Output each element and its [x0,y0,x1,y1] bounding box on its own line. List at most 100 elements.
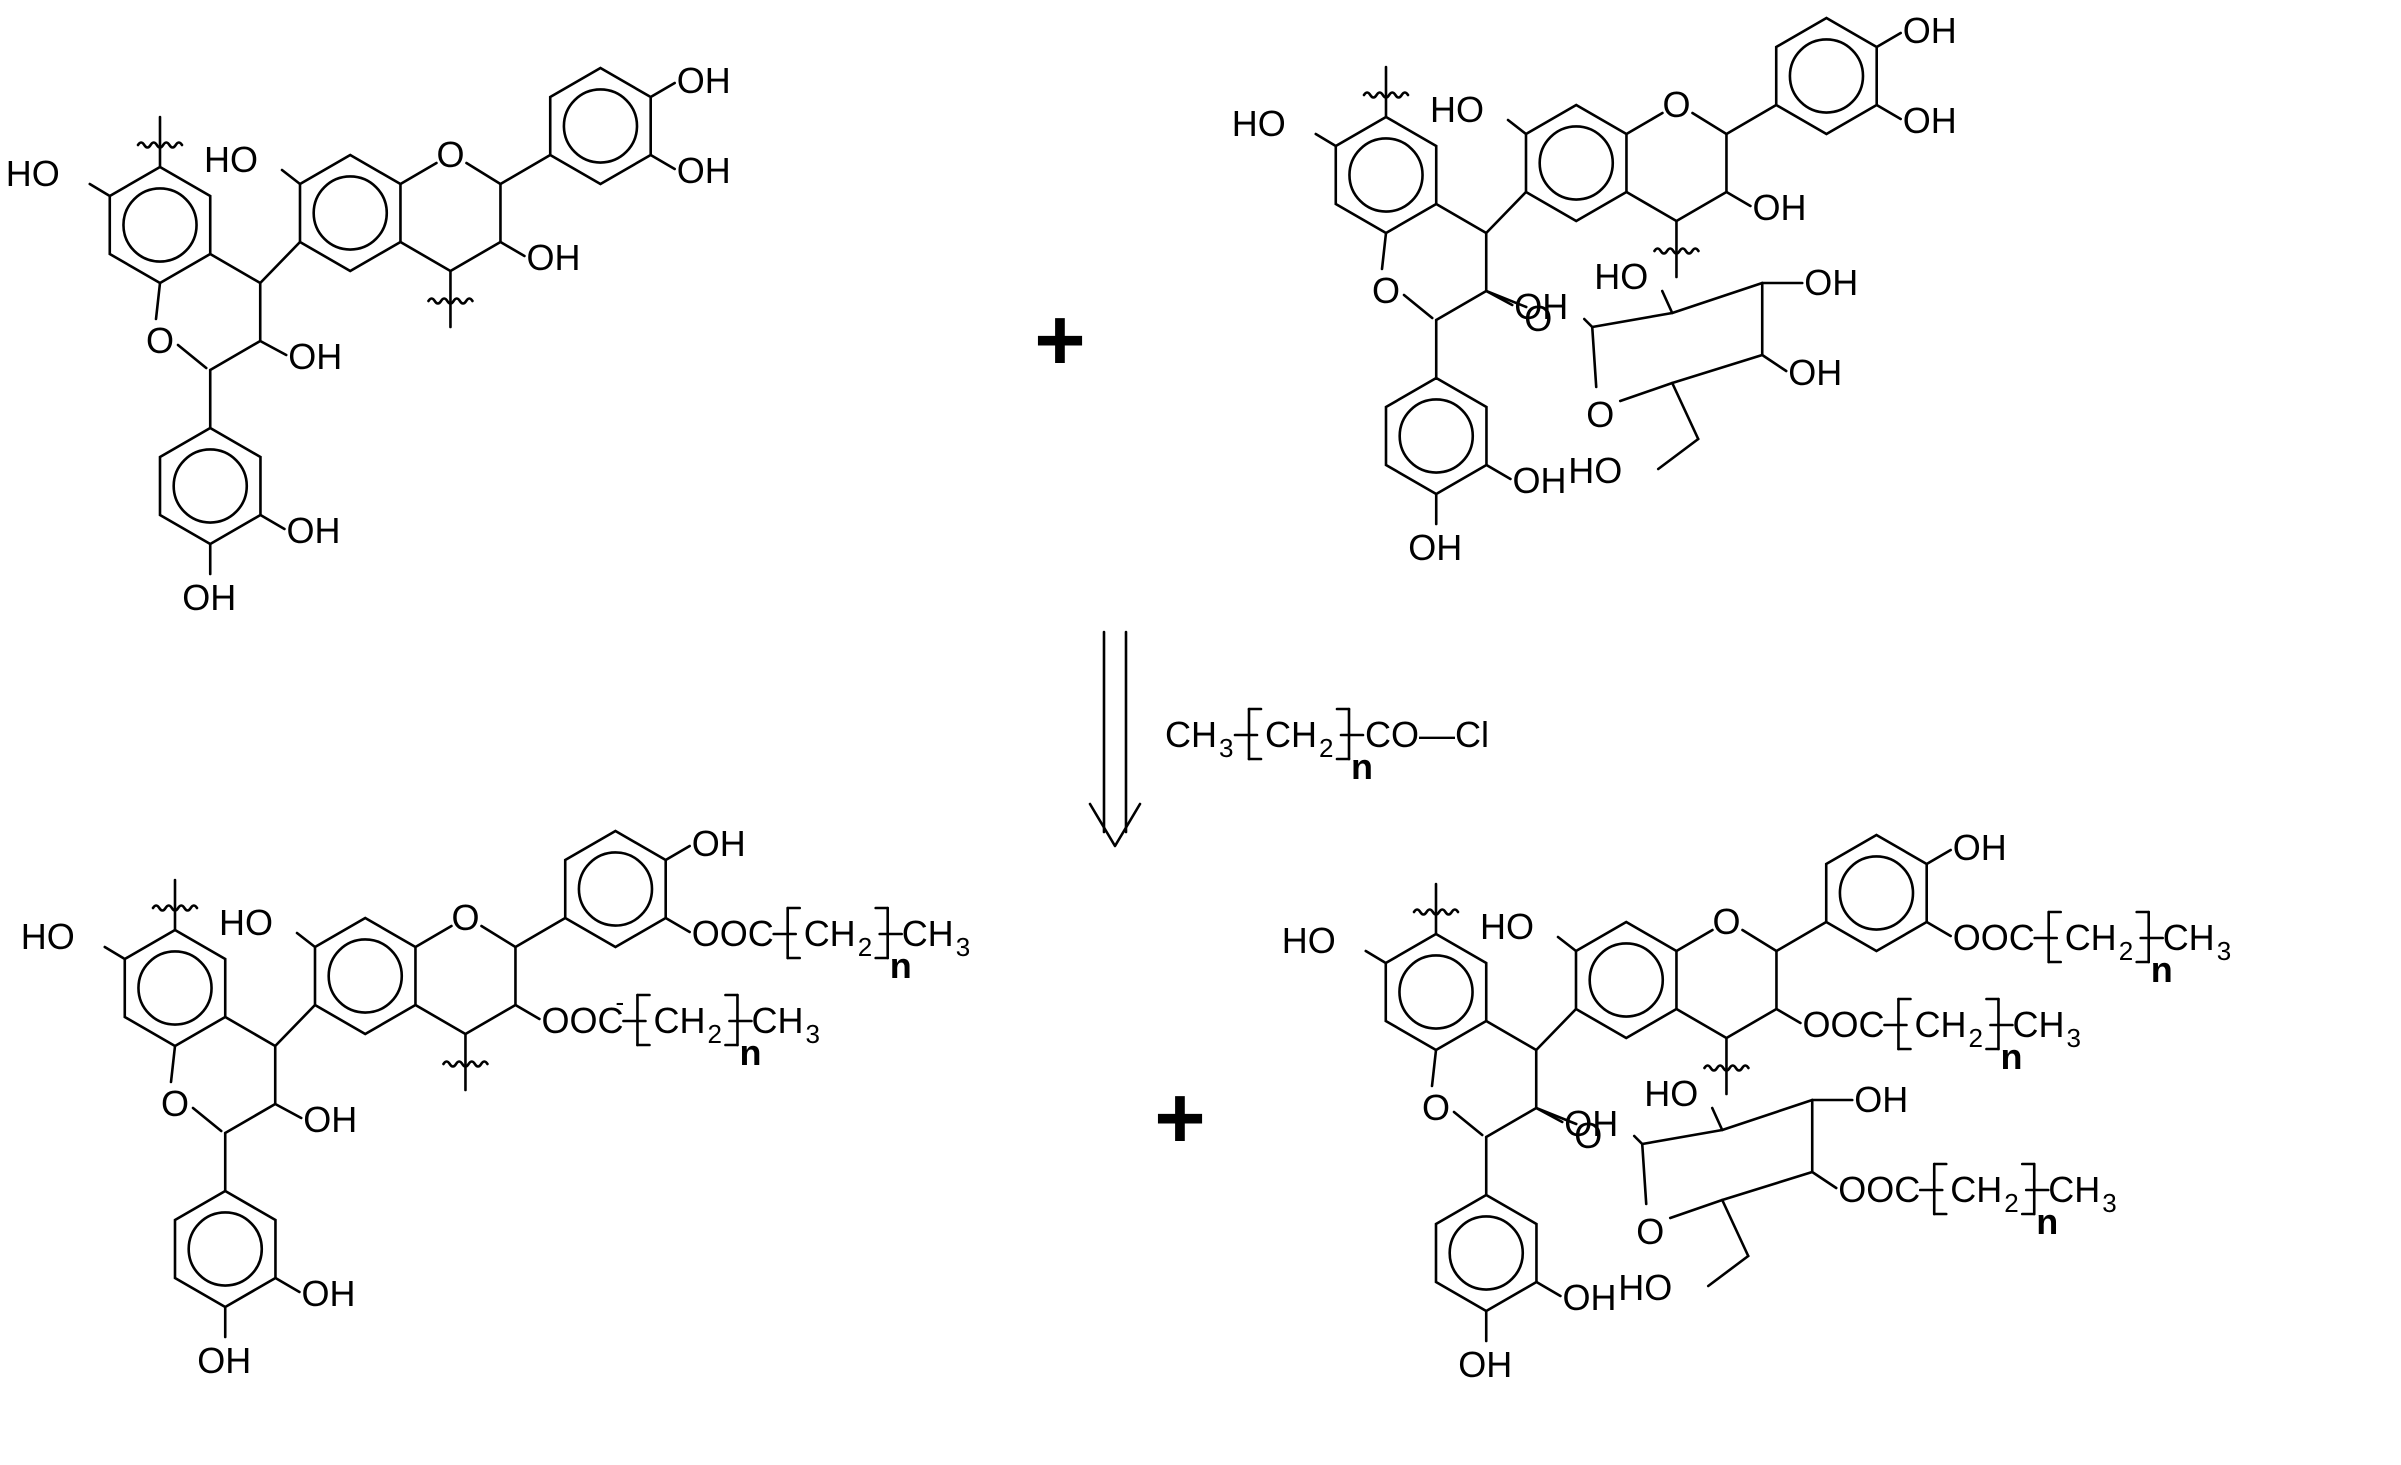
repeat-n: n [890,945,912,986]
subscript-3: 3 [1219,733,1233,763]
hydroxyl-label: OH [1752,187,1806,228]
benzene-ring [1574,920,1678,1040]
bond [1556,935,1578,953]
ring-oxygen: O [1586,394,1614,435]
aromatic-circle [1588,942,1665,1018]
bond [1625,111,1664,136]
bond [103,945,127,961]
bond [280,168,302,186]
ch3-label: CH [2012,1004,2064,1045]
bond [1875,31,1902,49]
bond [208,252,262,372]
charge-minus: - [615,987,624,1017]
benzene-ring [1384,932,1488,1052]
bond [399,182,502,273]
ch2-label: CH [1950,1169,2002,1210]
bond [1810,1170,1838,1190]
hydroxyl-label: OH [197,1340,251,1381]
aromatic-circle [562,88,639,164]
hydroxyl-label: OH [1953,827,2007,868]
bond [1618,381,1674,403]
bond [1484,190,1528,235]
bond [1691,111,1728,136]
benzene-ring [313,916,417,1036]
ring-oxygen: O [1422,1087,1450,1128]
wavy-bond [136,141,184,149]
hydroxyl-label: OH [677,60,731,101]
wavy-bond [151,904,199,912]
bond [465,161,502,186]
benzene-ring [108,165,212,285]
bond [514,1003,541,1021]
bond [1484,1019,1538,1139]
hydroxyl-label: OH [677,150,731,191]
benzene-ring [158,426,262,546]
reagent-co-cl: CO—Cl [1365,714,1489,755]
aromatic-circle [327,938,404,1014]
bond [176,343,208,370]
aromatic-circle [172,448,249,524]
aromatic-circle [1398,398,1475,474]
ch2-label: CH [1914,1004,1966,1045]
hydroxyl-label: HO [204,139,258,180]
bond [1640,1142,1648,1206]
hydroxyl-label: HO [1430,89,1484,130]
hydroxyl-label: OH [692,823,746,864]
hydroxyl-label: HO [1232,103,1286,144]
ring-oxygen: O [451,897,479,938]
bond [1720,1170,1814,1202]
bond [649,153,676,171]
hydroxyl-label: HO [1480,906,1534,947]
bond [1725,190,1752,208]
benzene-ring [548,66,652,186]
bond [1760,353,1788,373]
hydroxyl-label: OH [288,336,342,377]
subscript-2: 2 [1968,1023,1982,1053]
ch3-label: CH [751,1000,803,1041]
benzene-ring [1524,103,1628,223]
reagent-ch2: CH [1265,714,1317,755]
ester-label: OOC [1953,917,2035,958]
benzene-ring [173,1189,277,1309]
wavy-bond [1412,908,1460,916]
benzene-ring [298,153,402,273]
ch2-label: CH [804,913,856,954]
wavy-bond [1653,247,1700,255]
hydroxyl-label: HO [6,153,60,194]
ring-oxygen: O [1712,901,1740,942]
bond [1314,132,1338,148]
bond [1534,1106,1578,1126]
ring-oxygen: O [161,1083,189,1124]
bond [1590,325,1598,389]
bond [1484,289,1528,309]
hydroxyl-label: OH [301,1273,355,1314]
hydroxyl-label: OH [182,577,236,618]
aromatic-circle [577,851,654,927]
wavy-bond [427,297,474,305]
ester-label: OOC [541,1000,623,1041]
bond [1775,1007,1802,1025]
ring-oxygen: O [1372,270,1400,311]
aromatic-circle [1538,125,1615,201]
ester-label: OOC [692,913,774,954]
benzene-ring [1334,115,1438,235]
aromatic-circle [312,175,389,251]
hydroxyl-label: HO [1618,1267,1672,1308]
bond [258,339,288,357]
bond [258,240,302,285]
hydroxyl-label: OH [1903,10,1957,51]
bond [649,81,676,99]
bond [664,844,691,862]
repeat-n: n [2151,949,2173,990]
wavy-bond [1362,91,1410,99]
reaction-arrow [1088,630,1142,848]
hydroxyl-label: OH [1512,460,1566,501]
bond [1506,118,1528,136]
subscript-2: 2 [2119,936,2133,966]
subscript-2: 2 [2004,1188,2018,1218]
bond [1535,1280,1562,1298]
bond [1088,802,1142,848]
